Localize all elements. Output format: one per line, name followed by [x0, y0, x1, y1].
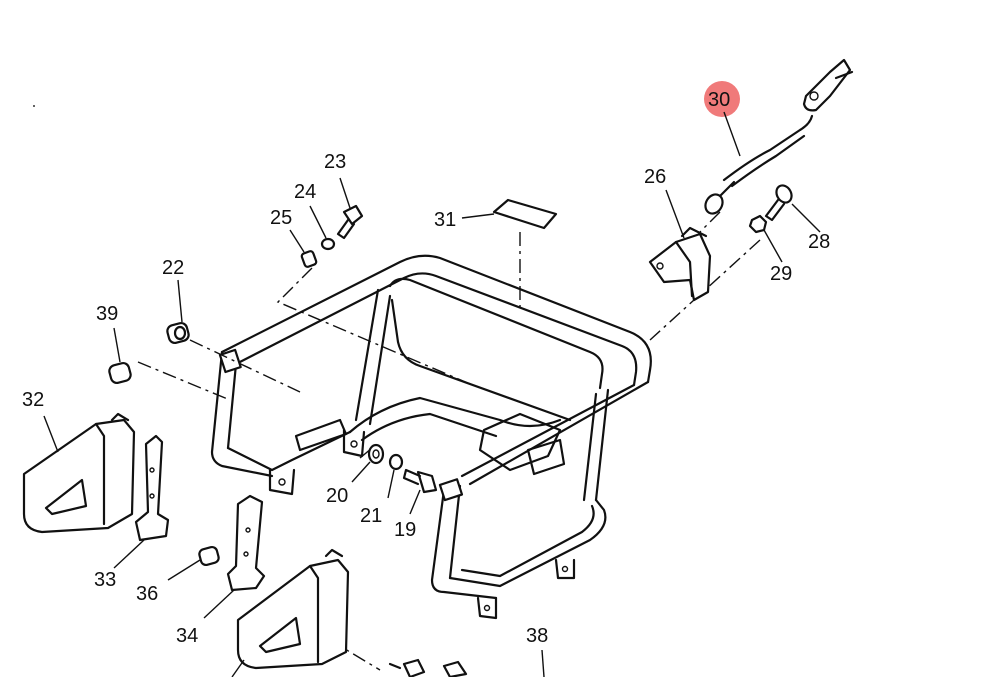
label-39[interactable]: 39 — [96, 303, 118, 325]
part-36-grommet — [167, 545, 220, 581]
highlight-marker-30 — [704, 81, 740, 117]
label-19[interactable]: 19 — [394, 519, 416, 541]
label-34[interactable]: 34 — [176, 625, 198, 647]
label-30[interactable]: 30 — [708, 89, 730, 111]
label-32[interactable]: 32 — [22, 389, 44, 411]
label-38[interactable]: 38 — [526, 625, 548, 647]
label-31[interactable]: 31 — [434, 209, 456, 231]
part-22-grommet — [166, 279, 190, 345]
label-25[interactable]: 25 — [270, 207, 292, 229]
part-24-washer — [309, 205, 336, 251]
label-33[interactable]: 33 — [94, 569, 116, 591]
label-29[interactable]: 29 — [770, 263, 792, 285]
label-22[interactable]: 22 — [162, 257, 184, 279]
part-26-latch — [648, 189, 712, 302]
part-39-grommet — [108, 327, 132, 385]
label-26[interactable]: 26 — [644, 166, 666, 188]
label-36[interactable]: 36 — [136, 583, 158, 605]
label-21[interactable]: 21 — [360, 505, 382, 527]
carrier-frame — [210, 254, 652, 620]
part-31-plate — [492, 198, 558, 230]
stray-dot — [33, 105, 35, 107]
label-28[interactable]: 28 — [808, 231, 830, 253]
label-20[interactable]: 20 — [326, 485, 348, 507]
label-23[interactable]: 23 — [324, 151, 346, 173]
part-20-washer — [351, 443, 385, 483]
part-number-labels: 30 26 23 24 25 31 28 29 22 39 32 20 21 1… — [22, 89, 830, 647]
part-32-side-panel — [22, 412, 136, 534]
part-33-bracket — [113, 434, 170, 569]
part-21-washer — [387, 453, 404, 499]
part-28-bolt — [764, 184, 821, 233]
bottom-bolts — [388, 649, 545, 677]
part-29-nut — [748, 214, 783, 263]
part-19-bolt — [402, 468, 438, 515]
part-23-bolt — [336, 177, 364, 240]
lower-side-panel — [231, 548, 350, 677]
part-25-collar — [289, 229, 318, 268]
part-34-bracket — [203, 494, 266, 619]
label-24[interactable]: 24 — [294, 181, 316, 203]
part-30-cable — [704, 58, 854, 215]
